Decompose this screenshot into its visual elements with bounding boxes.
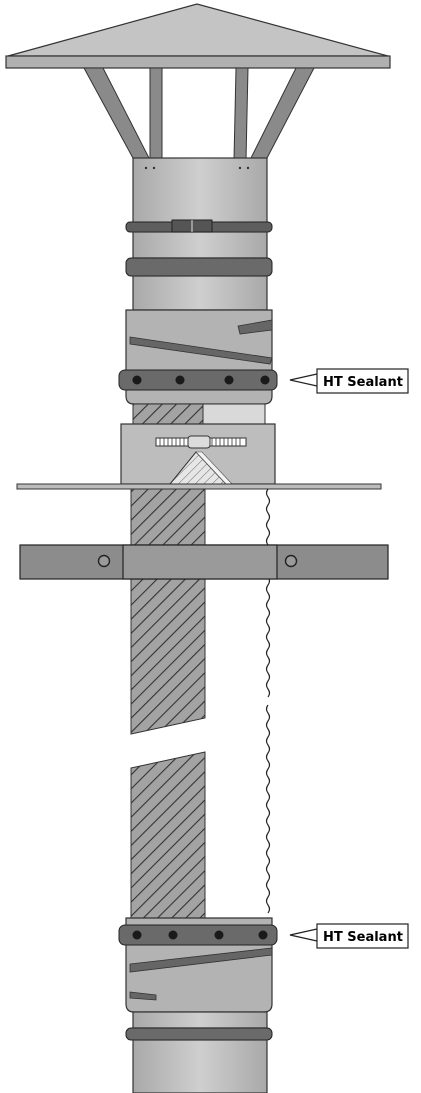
cap-strut-right-inner [233, 67, 249, 161]
upper-sealant-clamp [118, 369, 278, 391]
flexible-liner-edge-upper [265, 488, 271, 698]
cap-strut-left-outer [83, 67, 151, 161]
rain-cap-rim [5, 55, 391, 69]
lower-sealant-clamp [118, 924, 278, 946]
upper-sealant-label: HT Sealant [323, 375, 403, 390]
bottom-band [125, 1027, 273, 1041]
ceiling-plate [16, 483, 382, 490]
lower-sealant-callout: HT Sealant [289, 923, 409, 949]
rain-cap-roof [7, 3, 389, 57]
rain-cap [5, 3, 391, 161]
top-pipe [125, 157, 273, 311]
cap-strut-right-outer [249, 67, 315, 161]
flexible-liner-edge-lower [265, 704, 271, 914]
ceiling-support-box [120, 423, 276, 485]
lower-sleeve [118, 917, 278, 1013]
top-pipe-body [132, 157, 268, 231]
floor-joist-beam [19, 544, 389, 580]
bottom-pipe [125, 1011, 273, 1093]
upper-sleeve [118, 309, 278, 405]
lower-sealant-label: HT Sealant [323, 930, 403, 945]
pipe-band [125, 257, 273, 277]
insulated-liner-lower [130, 751, 206, 919]
upper-sealant-callout: HT Sealant [289, 368, 409, 394]
insulated-liner-upper [130, 488, 206, 735]
cap-strut-left-inner [149, 67, 163, 161]
